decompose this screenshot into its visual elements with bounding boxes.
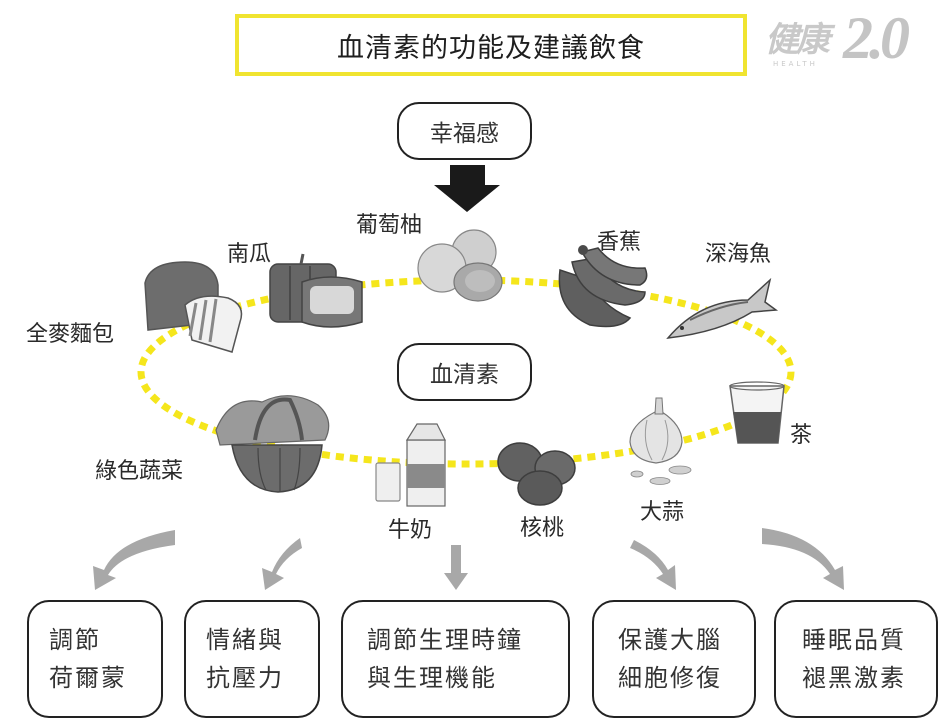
food-label-green-vegetables: 綠色蔬菜	[95, 459, 184, 484]
arrow-to-brain-icon	[630, 540, 676, 590]
whole-wheat-bread-icon	[144, 261, 243, 353]
function-line-1: 情緒與	[206, 626, 284, 654]
function-box-circadian: 調節生理時鐘 與生理機能	[341, 600, 570, 718]
function-arrows	[93, 528, 844, 590]
banana-icon	[558, 245, 648, 328]
food-label-walnut: 核桃	[520, 516, 565, 541]
arrow-to-emotion-icon	[262, 538, 302, 590]
function-line-2: 抗壓力	[206, 664, 284, 692]
down-arrow-black-icon	[434, 165, 500, 212]
function-box-sleep: 睡眠品質 褪黑激素	[774, 600, 938, 718]
food-label-milk: 牛奶	[388, 518, 433, 543]
grapefruit-icon	[417, 229, 503, 302]
green-vegetables-icon	[215, 395, 330, 493]
food-label-garlic: 大蒜	[640, 500, 685, 525]
arrow-to-hormone-icon	[93, 530, 175, 590]
function-line-2: 細胞修復	[618, 664, 722, 692]
food-ring	[137, 276, 795, 468]
food-label-deep-sea-fish: 深海魚	[705, 242, 772, 267]
function-line-1: 調節生理時鐘	[367, 626, 523, 654]
function-line-2: 與生理機能	[367, 664, 497, 692]
arrow-to-circadian-icon	[444, 545, 468, 590]
deep-sea-fish-icon	[666, 277, 779, 339]
arrow-to-sleep-icon	[762, 528, 844, 590]
food-label-banana: 香蕉	[597, 230, 642, 255]
tea-icon	[729, 381, 785, 444]
function-box-emotion: 情緒與 抗壓力	[184, 600, 320, 718]
function-line-1: 保護大腦	[618, 626, 722, 654]
function-line-2: 褪黑激素	[802, 664, 906, 692]
logo-chinese-text: 健康	[765, 20, 830, 60]
logo-number-text: 2.0	[843, 5, 910, 71]
food-label-grapefruit: 葡萄柚	[356, 213, 423, 238]
milk-icon	[375, 423, 446, 507]
food-label-tea: 茶	[790, 423, 813, 448]
brand-logo: 健康 2.0 HEALTH	[765, 5, 945, 76]
function-box-hormone: 調節 荷爾蒙	[27, 600, 163, 718]
happiness-node: 幸福感	[397, 102, 532, 160]
garlic-icon	[629, 397, 692, 485]
function-line-2: 荷爾蒙	[49, 664, 127, 692]
function-line-1: 睡眠品質	[802, 626, 906, 654]
diagram-title: 血清素的功能及建議飲食	[235, 14, 747, 76]
serotonin-node: 血清素	[397, 343, 532, 401]
logo-english-text: HEALTH	[773, 60, 818, 68]
food-label-whole-wheat-bread: 全麥麵包	[26, 322, 115, 347]
function-line-1: 調節	[49, 626, 101, 654]
walnut-icon	[497, 442, 576, 506]
pumpkin-icon	[269, 253, 363, 328]
function-box-brain: 保護大腦 細胞修復	[592, 600, 756, 718]
food-label-pumpkin: 南瓜	[227, 242, 272, 267]
